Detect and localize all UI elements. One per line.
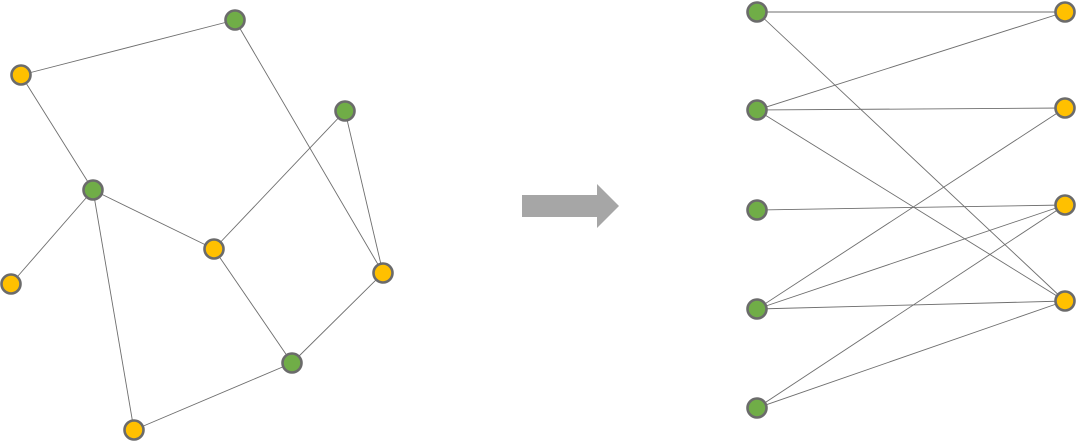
- bipartite-graph-node-yellow-R1: [1054, 1, 1076, 23]
- general-graph-edge-f-h: [213, 248, 293, 364]
- right-arrow-icon: [522, 184, 619, 228]
- general-graph-node-green-h: [281, 352, 303, 374]
- bipartite-graph-node-yellow-R3: [1054, 194, 1076, 216]
- general-graph-node-yellow-g: [372, 262, 394, 284]
- bipartite-graph-node-yellow-R2: [1054, 97, 1076, 119]
- general-graph-nodes: [0, 9, 394, 441]
- bipartite-graph-edge-L2-R2: [756, 107, 1066, 111]
- bipartite-graph-edge-L1-R4: [756, 11, 1066, 302]
- general-graph-node-green-d: [334, 100, 356, 122]
- bipartite-graph-edge-L5-R3: [756, 204, 1066, 409]
- general-graph-edge-d-g: [344, 110, 384, 274]
- bipartite-graph-node-green-L1: [746, 1, 768, 23]
- general-graph-node-yellow-e: [0, 273, 22, 295]
- general-graph-edge-d-f: [213, 110, 346, 250]
- general-graph-edge-c-i: [92, 189, 135, 431]
- general-graph-node-yellow-b: [10, 64, 32, 86]
- general-graph-edge-b-c: [20, 74, 94, 191]
- bipartite-graph-edge-L2-R1: [756, 11, 1066, 111]
- bipartite-graph-node-green-L2: [746, 99, 768, 121]
- general-graph-edge-c-e: [10, 189, 94, 285]
- bipartite-graph-node-green-L3: [746, 199, 768, 221]
- general-graph-edge-a-g: [234, 19, 384, 274]
- bipartite-graph-node-yellow-R4: [1054, 290, 1076, 312]
- general-graph-edge-g-h: [291, 272, 384, 364]
- general-graph-node-green-c: [82, 179, 104, 201]
- bipartite-graph-nodes: [746, 1, 1076, 419]
- bipartite-graph-node-green-L4: [746, 298, 768, 320]
- bipartite-graph-edge-L3-R3: [756, 204, 1066, 211]
- general-graph-node-yellow-i: [123, 419, 145, 441]
- general-graph-node-green-a: [224, 9, 246, 31]
- bipartite-graph-node-green-L5: [746, 397, 768, 419]
- bipartite-graph-edge-L5-R4: [756, 300, 1066, 409]
- bipartite-graph-edge-L2-R4: [756, 109, 1066, 302]
- general-graph-edge-a-b: [20, 19, 236, 76]
- bipartite-graph-edge-L4-R4: [756, 300, 1066, 310]
- general-graph-edge-h-i: [133, 362, 293, 431]
- bipartite-graph-edges: [756, 11, 1066, 409]
- bipartite-graph-edge-L4-R3: [756, 204, 1066, 310]
- general-graph-edge-c-f: [92, 189, 215, 250]
- bipartite-graph-edge-L4-R2: [756, 107, 1066, 310]
- general-graph-node-yellow-f: [203, 238, 225, 260]
- general-graph-edges: [10, 19, 384, 431]
